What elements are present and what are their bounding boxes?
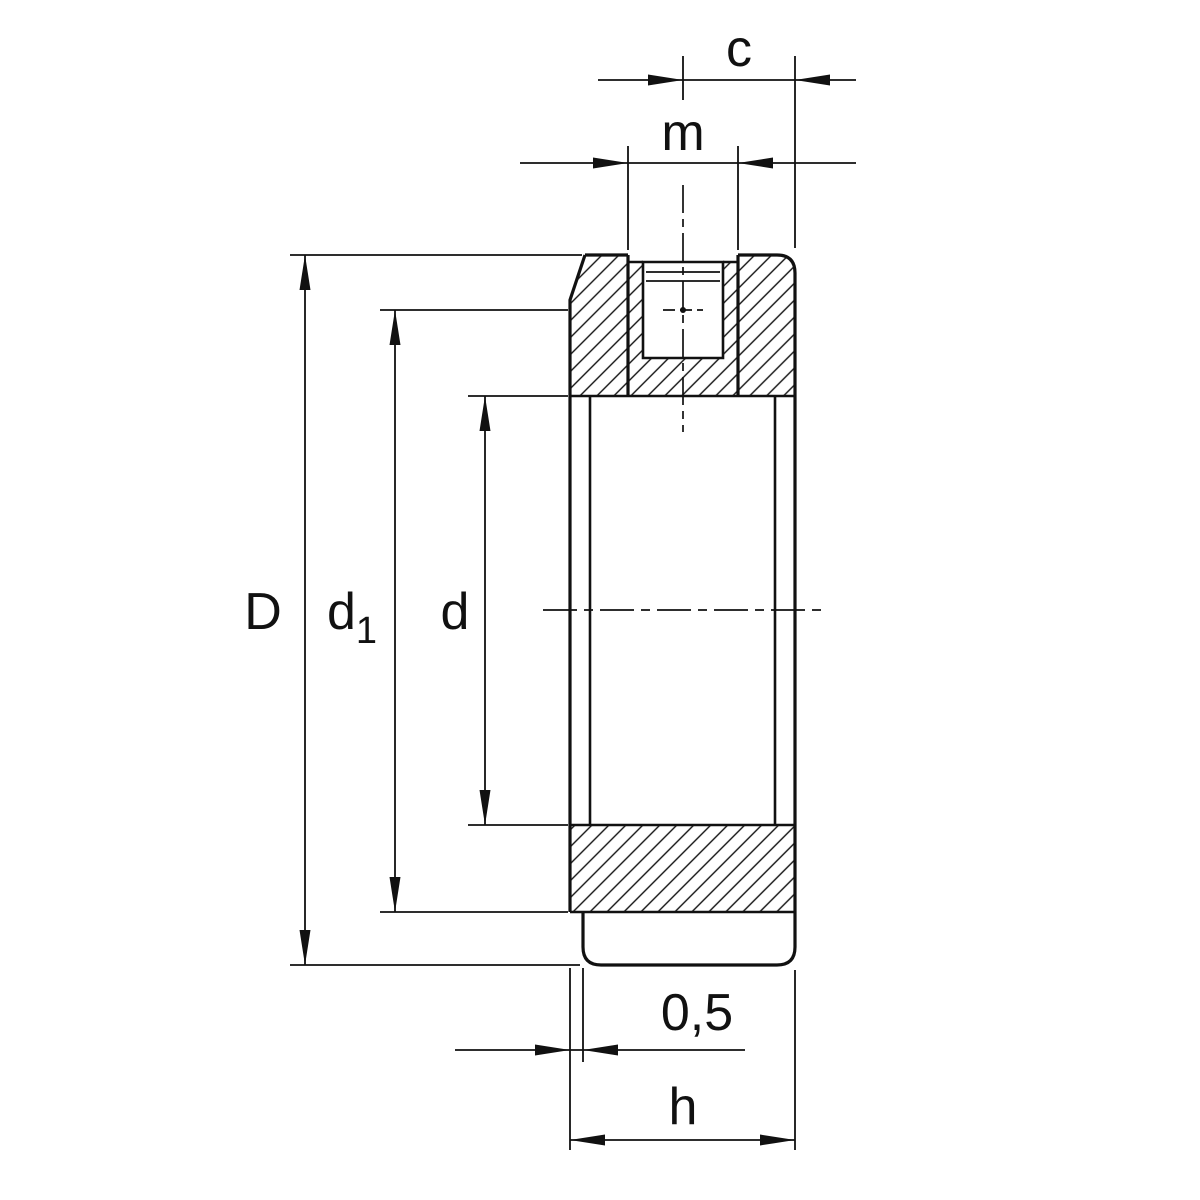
- arrowhead: [299, 255, 311, 290]
- arrowhead: [583, 1044, 618, 1056]
- arrowhead: [795, 74, 830, 86]
- arrowhead: [479, 790, 491, 825]
- hatch-bottom-band: [570, 825, 795, 912]
- label-m: m: [661, 104, 704, 162]
- arrowhead: [389, 310, 401, 345]
- label-d: d: [441, 583, 470, 641]
- section-hatching: [570, 255, 795, 912]
- dimension-h: h: [570, 970, 796, 1150]
- arrowhead: [299, 930, 311, 965]
- label-c: c: [726, 20, 752, 78]
- centerlines: [543, 185, 822, 611]
- label-D: D: [244, 583, 282, 641]
- arrowhead: [570, 1134, 605, 1146]
- dimension-D: D: [244, 254, 582, 966]
- dimension-recess: 0,5: [455, 968, 745, 1150]
- arrowhead: [760, 1134, 795, 1146]
- dimension-d1: d1: [327, 309, 568, 913]
- label-recess: 0,5: [661, 984, 733, 1042]
- dimension-c: c: [598, 20, 856, 248]
- dimension-d: d: [441, 395, 568, 826]
- pin-outline: [641, 260, 725, 360]
- label-d1: d1: [327, 583, 377, 652]
- dimension-m: m: [520, 104, 856, 250]
- arrowhead: [389, 877, 401, 912]
- arrowhead: [479, 396, 491, 431]
- hatch-top-left-flange: [570, 255, 628, 396]
- hatch-slot-walls: [628, 262, 738, 396]
- label-h: h: [669, 1078, 698, 1136]
- arrowhead: [593, 157, 628, 169]
- arrowhead: [648, 74, 683, 86]
- arrowhead: [738, 157, 773, 169]
- arrowhead: [535, 1044, 570, 1056]
- part-outline: [568, 253, 797, 967]
- hatch-top-right-flange: [738, 255, 795, 396]
- nut-cross-section: [568, 253, 797, 967]
